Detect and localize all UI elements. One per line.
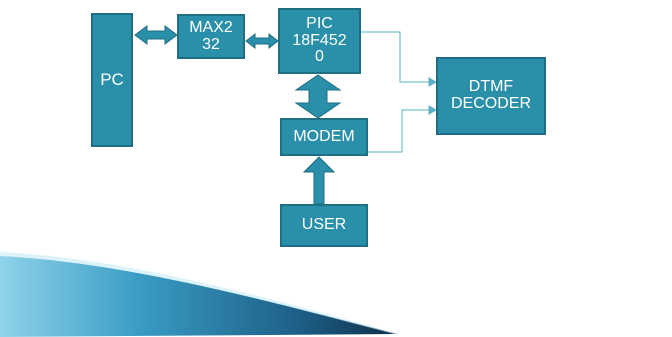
modem-block: MODEM — [280, 118, 368, 156]
dtmf-decoder-block: DTMF DECODER — [436, 57, 546, 135]
max232-block: MAX2 32 — [177, 14, 245, 59]
arrow-pic-modem — [294, 74, 342, 119]
connector-pic-dtmf — [361, 31, 438, 87]
decorative-swoosh — [0, 256, 398, 337]
max232-label: MAX2 32 — [189, 18, 233, 53]
user-label: USER — [301, 216, 347, 234]
modem-label: MODEM — [293, 127, 355, 145]
connector-modem-dtmf — [368, 105, 438, 153]
dtmf-label: DTMF DECODER — [450, 78, 531, 112]
pic-label: PIC 18F452 0 — [292, 14, 347, 66]
pc-block: PC — [91, 13, 133, 147]
user-block: USER — [280, 204, 368, 247]
arrow-user-modem — [302, 156, 336, 205]
arrow-max232-pic — [245, 32, 279, 50]
arrow-pc-max232 — [134, 25, 178, 45]
pic-block: PIC 18F452 0 — [278, 8, 361, 74]
pc-label: PC — [100, 70, 124, 90]
